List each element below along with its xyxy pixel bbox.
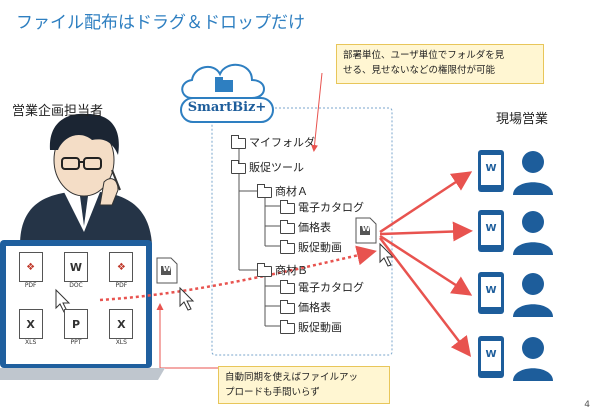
dragged-doc-letter: W (162, 264, 172, 273)
sync-note: 自動同期を使えばファイルアッ プロードも手間いらず (218, 366, 390, 404)
tree-item[interactable]: 価格表 (280, 219, 331, 235)
note-line: せる、見せないなどの権限付が可能 (343, 65, 496, 76)
slide-title: ファイル配布はドラグ＆ドロップだけ (16, 13, 305, 33)
file-ext: XLS (25, 339, 37, 346)
folder-icon (257, 183, 272, 198)
note-line: プロードも手間いらず (225, 387, 320, 398)
tablet-doc-letter: W (485, 349, 497, 360)
laptop-file-grid: ❖ PDF W DOC ❖ PDF X XLS P PPT X XLS (8, 252, 144, 360)
folder-icon (231, 134, 246, 149)
file-icon[interactable]: ❖ PDF (99, 252, 144, 303)
note-line: 部署単位、ユーザ単位でフォルダを見 (343, 50, 505, 61)
brand-name: SmartBiz+ (187, 100, 267, 115)
dragged-doc-icon (156, 257, 178, 284)
field-sales-label: 現場営業 (496, 112, 549, 127)
dropped-doc-letter: W (361, 224, 371, 233)
folder-icon (280, 219, 295, 234)
file-icon[interactable]: W DOC (53, 252, 98, 303)
cloud-icon (181, 64, 265, 99)
folder-icon (280, 279, 295, 294)
note-line: 自動同期を使えばファイルアッ (225, 372, 359, 383)
tree-item[interactable]: 電子カタログ (280, 199, 364, 215)
tree-my-folder[interactable]: マイフォルダ (231, 134, 315, 150)
file-ext: PDF (24, 282, 37, 289)
tablet-doc-letter: W (485, 163, 497, 174)
brand-badge (180, 97, 274, 123)
file-ext: PPT (70, 339, 82, 346)
tree-item[interactable]: 販促動画 (280, 319, 342, 335)
folder-icon (280, 319, 295, 334)
tree-item[interactable]: 価格表 (280, 299, 331, 315)
page-number: 4 (584, 400, 590, 410)
tablet-doc-letter: W (485, 223, 497, 234)
file-icon[interactable]: X XLS (99, 309, 144, 360)
dropped-doc-icon (355, 217, 377, 244)
folder-icon (280, 199, 295, 214)
file-icon[interactable]: P PPT (53, 309, 98, 360)
file-icon[interactable]: X XLS (8, 309, 53, 360)
folder-icon (280, 299, 295, 314)
file-ext: DOC (69, 282, 83, 289)
field-staff (478, 150, 553, 381)
planner-person (20, 113, 152, 245)
file-ext: PDF (115, 282, 128, 289)
tree-item[interactable]: 電子カタログ (280, 279, 364, 295)
drag-path (99, 245, 377, 302)
file-icon[interactable]: ❖ PDF (8, 252, 53, 303)
folder-icon (231, 159, 246, 174)
folder-icon (280, 239, 295, 254)
tablet-doc-letter: W (485, 285, 497, 296)
tree-item[interactable]: 販促動画 (280, 239, 342, 255)
planner-label: 営業企画担当者 (12, 104, 104, 119)
tree-product-b[interactable]: 商材Ｂ (257, 262, 308, 278)
folder-icon (257, 262, 272, 277)
permission-note: 部署単位、ユーザ単位でフォルダを見 せる、見せないなどの権限付が可能 (336, 44, 544, 84)
file-ext: XLS (115, 339, 127, 346)
tree-product-a[interactable]: 商材Ａ (257, 183, 308, 199)
tree-sales-tools[interactable]: 販促ツール (231, 159, 304, 175)
